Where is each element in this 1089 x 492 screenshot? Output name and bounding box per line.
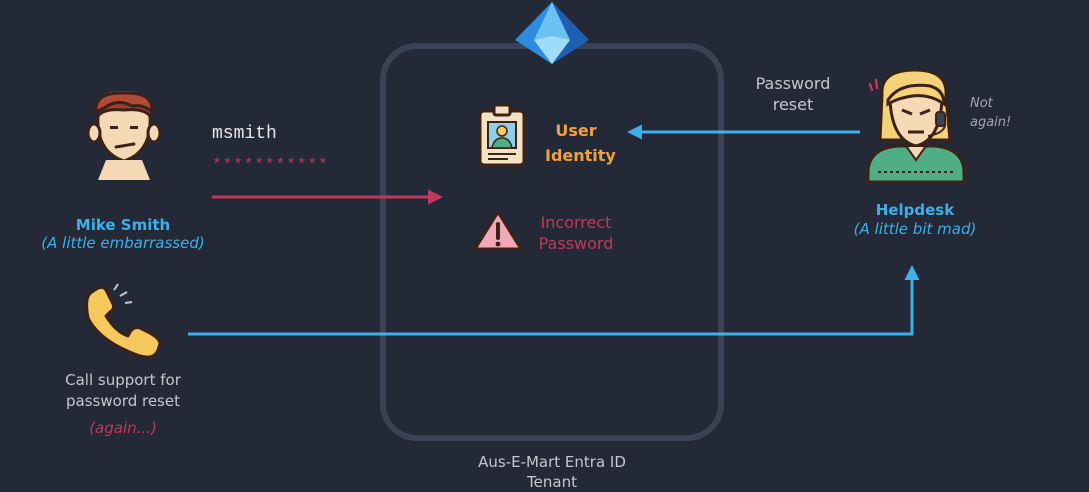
warning-icon [473, 210, 523, 251]
incorrect-password-label: Incorrect Password [538, 213, 614, 253]
user-name: Mike Smith [75, 216, 171, 234]
helpdesk-thought: Not again! [970, 96, 1012, 130]
phone-icon [85, 283, 162, 359]
user-avatar [86, 90, 162, 180]
support-call-arrow [188, 265, 920, 336]
password-masked: *********** [212, 156, 329, 174]
username-text: msmith [212, 124, 277, 144]
user-mood: (A little embarrassed) [41, 234, 205, 252]
entra-id-logo [515, 2, 589, 64]
password-reset-label: Password reset [755, 74, 831, 114]
tenant-label: Aus-E-Mart Entra ID Tenant [478, 453, 626, 491]
id-badge-icon [478, 103, 526, 167]
helpdesk-name: Helpdesk [875, 201, 955, 219]
helpdesk-avatar [866, 68, 966, 184]
user-identity-label: User Identity [545, 121, 616, 165]
call-support-label: Call support for password reset [65, 371, 181, 410]
helpdesk-mood: (A little bit mad) [853, 220, 977, 238]
call-again-note: (again...) [89, 419, 157, 437]
